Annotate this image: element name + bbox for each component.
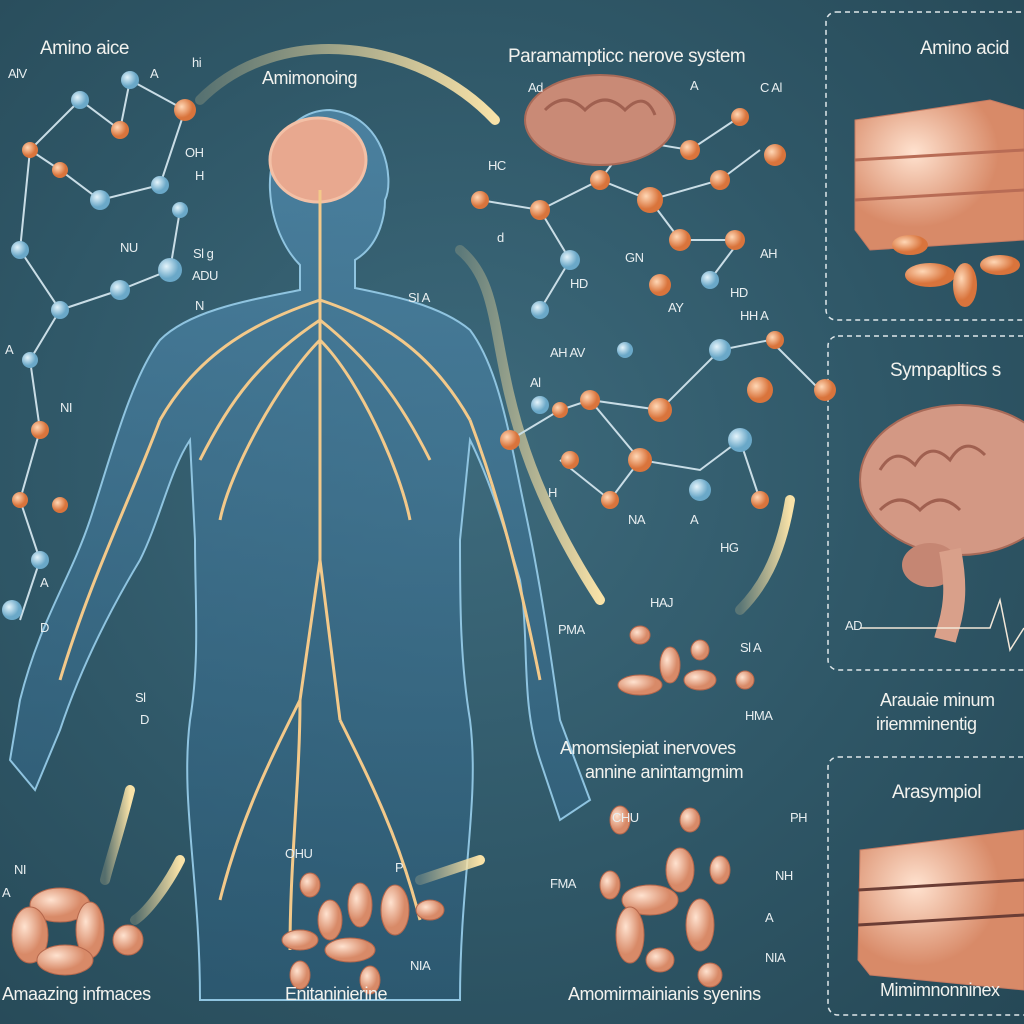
chem-label: A xyxy=(765,910,774,925)
signal-line xyxy=(860,597,1024,652)
chem-label: PMA xyxy=(558,622,585,637)
chem-label: A xyxy=(5,342,14,357)
label-arrow-top: Amimonoing xyxy=(262,68,358,88)
bottom-right-caption: Amomirmainianis syenins xyxy=(568,984,761,1004)
chem-label: ADU xyxy=(192,268,218,283)
atoms xyxy=(2,71,836,620)
human-body xyxy=(8,108,592,1001)
chem-label: N xyxy=(195,298,204,313)
chem-label: NIA xyxy=(410,958,431,973)
chem-label: Ad xyxy=(528,80,543,95)
chem-label: A xyxy=(690,512,699,527)
chem-label: H xyxy=(195,168,204,183)
panel3-title: Arasympiol xyxy=(892,782,981,803)
bottom-center-caption: Enitaninierine xyxy=(285,984,388,1004)
arrow-left-down-2 xyxy=(130,855,185,925)
tissue-block-top xyxy=(854,99,1024,307)
panel2-caption-line1: Arauaie minum xyxy=(880,690,995,710)
chem-label: d xyxy=(497,230,504,245)
chem-label: NIA xyxy=(765,950,786,965)
chem-label: H xyxy=(548,485,557,500)
brain-illustration-right xyxy=(859,404,1024,652)
chem-label: AlV xyxy=(8,66,27,81)
bottom-left-caption: Amaazing infmaces xyxy=(2,984,151,1004)
chem-label: NI xyxy=(14,862,27,877)
chem-label: HG xyxy=(720,540,739,555)
chem-label: NI xyxy=(60,400,73,415)
panel-frames xyxy=(825,11,1024,1016)
tissue-block-bottom xyxy=(857,829,1024,991)
chem-label: OH xyxy=(185,145,204,160)
panel-parasympathetic xyxy=(827,756,1024,1016)
label-amino-acid-left: Amino aice xyxy=(40,38,130,59)
chem-label: Sl g xyxy=(193,246,214,261)
chem-label: HAJ xyxy=(650,595,674,610)
center-caption-line1: Amomsiepiat inervoves xyxy=(560,738,736,758)
chem-label: HC xyxy=(488,158,506,173)
chem-label: PH xyxy=(790,810,808,825)
panel-amino-acid xyxy=(825,11,1024,321)
arrow-bottom-3 xyxy=(415,855,485,885)
chem-label: D xyxy=(40,620,49,635)
chem-label: HMA xyxy=(745,708,773,723)
bean-clusters xyxy=(11,625,755,995)
chem-label: A xyxy=(2,885,11,900)
chem-label: A xyxy=(150,66,159,81)
chem-label: AH AV xyxy=(550,345,585,360)
brain-in-head xyxy=(268,116,368,204)
chem-label: Sl A xyxy=(740,640,762,655)
arrow-right-middle xyxy=(735,495,795,615)
chem-label: A xyxy=(40,575,49,590)
nerve-tree xyxy=(58,190,542,951)
panel-sympathetic xyxy=(827,335,1024,671)
center-caption-line2: annine anintamgmim xyxy=(585,762,744,782)
chem-label: D xyxy=(140,712,149,727)
chem-label: P xyxy=(395,860,404,875)
label-parasympathetic-nervous-system: Paramampticc nerove system xyxy=(508,46,746,67)
chem-label: FMA xyxy=(550,876,576,891)
panel2-title: Sympapltics s xyxy=(890,360,1001,381)
chem-label: CHU xyxy=(612,810,639,825)
chem-label: HD xyxy=(730,285,748,300)
chem-label: AD xyxy=(845,618,863,633)
chem-label: AY xyxy=(668,300,684,315)
chem-label: C Al xyxy=(760,80,782,95)
chem-label: NU xyxy=(120,240,138,255)
flow-arrows xyxy=(100,44,855,925)
chem-label: hi xyxy=(192,55,202,70)
chem-label: AH xyxy=(760,246,778,261)
brain-illustration-top xyxy=(524,74,676,166)
chem-label: HD xyxy=(570,276,588,291)
chem-label: Al xyxy=(530,375,541,390)
chem-label: Sl xyxy=(135,690,146,705)
chem-label: SI A xyxy=(408,290,430,305)
panel2-caption-line2: iriemminentig xyxy=(876,714,977,734)
panel3-caption: Mimimnonninex xyxy=(880,980,1000,1000)
chem-label: GN xyxy=(625,250,644,265)
panel1-title: Amino acid xyxy=(920,38,1010,59)
arrow-middle xyxy=(455,245,605,605)
arrow-left-down xyxy=(100,785,135,885)
chem-label: NH xyxy=(775,868,793,883)
chem-label: OHU xyxy=(285,846,313,861)
chem-label: A xyxy=(690,78,699,93)
chem-label: NA xyxy=(628,512,646,527)
arrow-top xyxy=(195,44,500,125)
chem-label: HH A xyxy=(740,308,769,323)
